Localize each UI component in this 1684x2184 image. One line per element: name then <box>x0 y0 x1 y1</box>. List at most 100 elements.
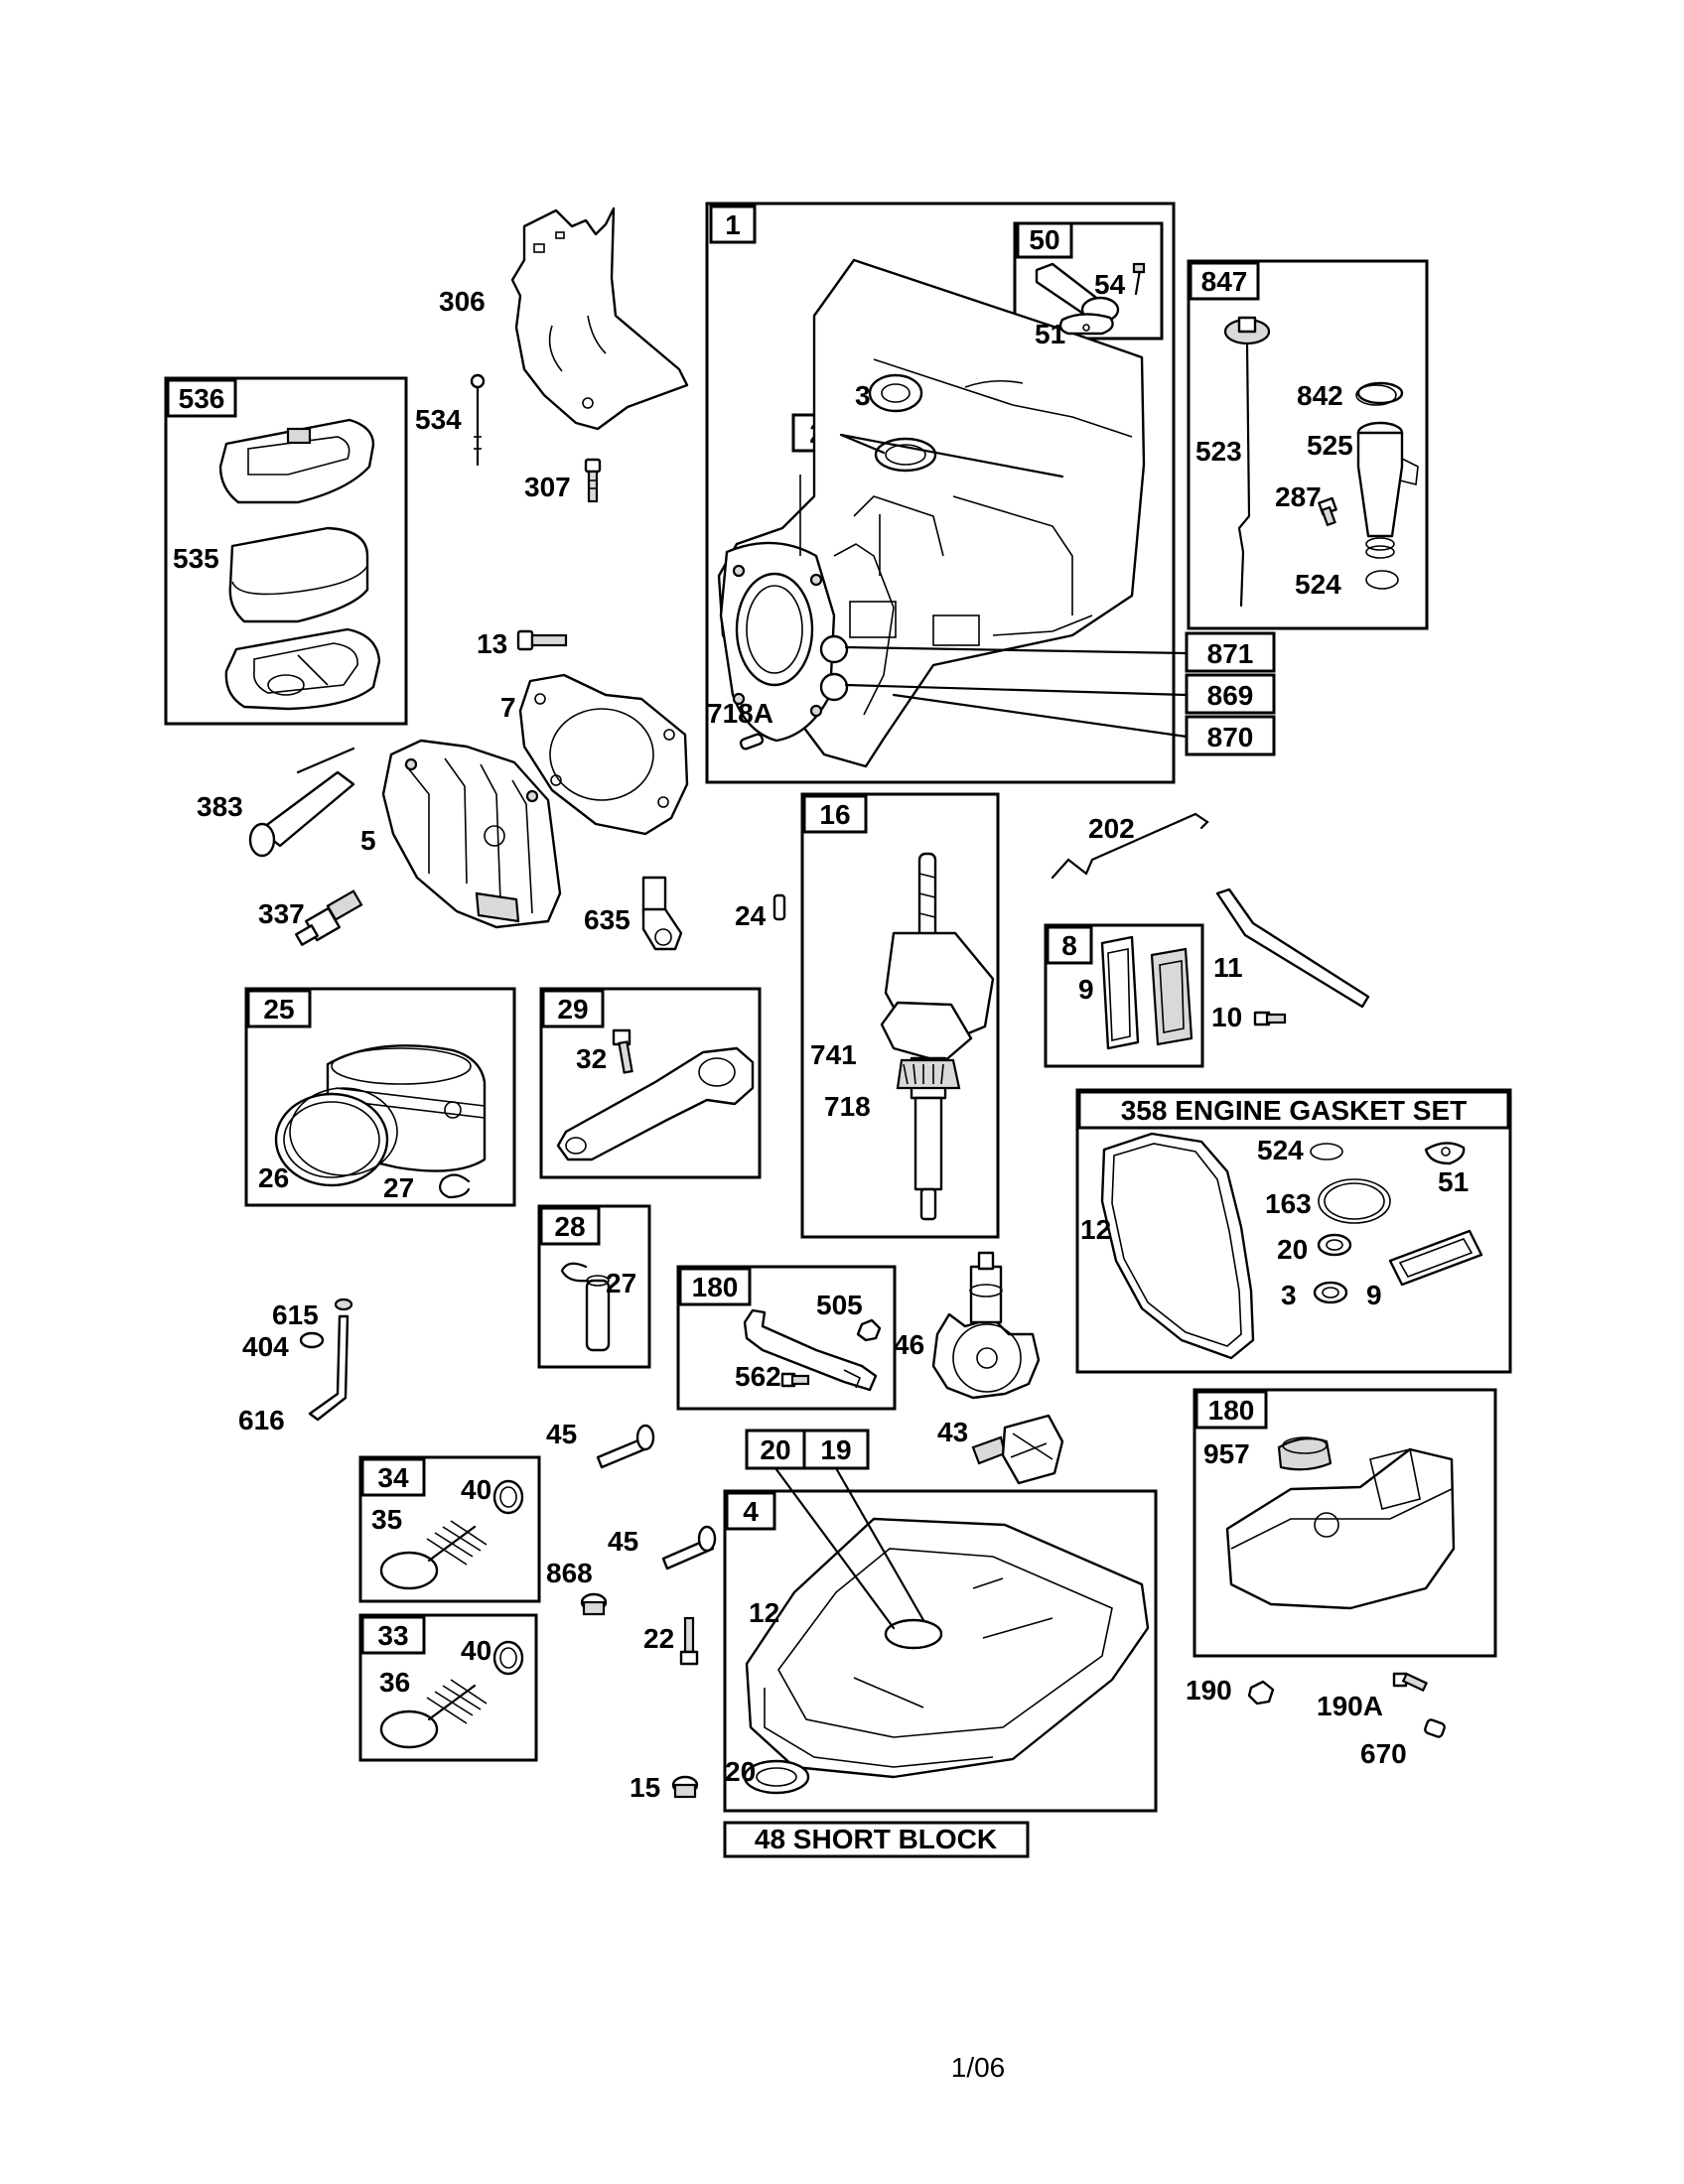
seal-3-gasket-set <box>1313 1281 1348 1304</box>
label-523: 523 <box>1195 436 1242 467</box>
frame-8-gasket <box>1044 923 1204 1068</box>
camshaft-46 <box>931 1251 1041 1400</box>
label-40b: 40 <box>461 1635 491 1666</box>
svg-text:28: 28 <box>554 1211 585 1242</box>
label-11: 11 <box>1213 952 1243 983</box>
tag-28: 28 <box>539 1206 601 1246</box>
label-32: 32 <box>576 1043 607 1074</box>
screw-534 <box>470 373 486 467</box>
tag-33: 33 <box>360 1615 426 1655</box>
leader-19 <box>834 1466 925 1622</box>
label-842: 842 <box>1297 380 1343 411</box>
leader-2b <box>839 433 1064 478</box>
bushing-670 <box>1424 1718 1446 1738</box>
air-filter-cover-536 <box>218 418 375 504</box>
washer-404 <box>299 1331 325 1349</box>
svg-text:8: 8 <box>1061 930 1077 961</box>
label-54: 54 <box>1094 269 1126 300</box>
valve-33 <box>379 1679 488 1749</box>
leader-870 <box>892 693 1189 739</box>
svg-text:33: 33 <box>377 1620 408 1651</box>
sump-4 <box>745 1517 1150 1779</box>
tag-869: 869 <box>1185 673 1276 715</box>
spark-plug-337 <box>295 889 363 946</box>
page-number: 1/06 <box>951 2052 1006 2083</box>
label-718: 718 <box>824 1091 871 1122</box>
label-26: 26 <box>258 1162 289 1193</box>
label-45b: 45 <box>608 1526 638 1557</box>
label-868: 868 <box>546 1558 593 1588</box>
label-9: 9 <box>1078 974 1094 1005</box>
breather-50 <box>1035 262 1146 336</box>
label-12-sump: 12 <box>749 1597 779 1628</box>
label-43: 43 <box>937 1417 968 1447</box>
tag-871: 871 <box>1185 631 1276 673</box>
dowel-24 <box>772 893 786 921</box>
piston-rings-26 <box>274 1087 398 1187</box>
tag-29: 29 <box>541 989 605 1028</box>
frame-34-valve <box>358 1455 541 1603</box>
crankcase-1 <box>717 258 1146 768</box>
svg-text:1: 1 <box>725 209 741 240</box>
blower-shield-306 <box>510 206 689 431</box>
retaining-ring-27b <box>560 1262 590 1283</box>
frame-180-fuel-tank <box>1193 1388 1497 1658</box>
screw-287 <box>1318 496 1337 527</box>
o-ring-842 <box>1355 384 1397 406</box>
valve-34 <box>379 1520 488 1590</box>
valve-spring-40 <box>492 1479 524 1515</box>
short-block-title: 48 SHORT BLOCK <box>755 1824 997 1854</box>
tag-20: 20 <box>745 1429 806 1470</box>
frame-4-sump <box>723 1489 1158 1813</box>
label-287: 287 <box>1275 481 1322 512</box>
label-635: 635 <box>584 904 631 935</box>
svg-text:50: 50 <box>1029 224 1059 255</box>
label-615: 615 <box>272 1299 319 1330</box>
label-7: 7 <box>500 692 516 723</box>
bolt-13 <box>516 629 568 651</box>
svg-text:536: 536 <box>179 383 225 414</box>
label-534: 534 <box>415 404 462 435</box>
label-35: 35 <box>371 1504 402 1535</box>
label-535: 535 <box>173 543 219 574</box>
tag-870: 870 <box>1185 715 1276 756</box>
frame-847-dipstick <box>1187 259 1429 630</box>
label-40: 40 <box>461 1474 491 1505</box>
label-45: 45 <box>546 1419 577 1449</box>
tag-34: 34 <box>360 1457 426 1497</box>
label-524-gasket-set: 524 <box>1257 1135 1304 1165</box>
svg-text:871: 871 <box>1207 638 1254 669</box>
governor-lever-180 <box>743 1308 878 1392</box>
frame-28-pin <box>537 1204 651 1369</box>
fuel-cap-957 <box>1277 1436 1333 1471</box>
frame-48-short-block <box>723 1821 1030 1858</box>
gasket-51b <box>1424 1142 1466 1165</box>
frame-16-crankshaft <box>800 792 1000 1239</box>
svg-text:870: 870 <box>1207 722 1254 752</box>
tappet-45b <box>661 1525 717 1570</box>
label-20-gasket-set: 20 <box>1277 1234 1308 1265</box>
rod-11 <box>1215 887 1370 1009</box>
label-190: 190 <box>1186 1675 1232 1706</box>
svg-text:34: 34 <box>377 1462 409 1493</box>
leader-869 <box>844 683 1189 697</box>
tag-25: 25 <box>246 989 312 1028</box>
dowel-718A <box>739 733 765 751</box>
retaining-ring-27 <box>439 1173 471 1199</box>
label-3-gasket-set: 3 <box>1281 1280 1297 1310</box>
crankshaft-16 <box>880 852 995 1221</box>
governor-link-202 <box>1051 812 1209 880</box>
label-163: 163 <box>1265 1188 1312 1219</box>
label-190A: 190A <box>1317 1691 1383 1721</box>
label-524: 524 <box>1295 569 1341 600</box>
tag-4: 4 <box>725 1491 776 1531</box>
svg-text:4: 4 <box>743 1496 759 1527</box>
screw-22 <box>679 1616 699 1666</box>
tag-8: 8 <box>1046 925 1093 965</box>
seal-20 <box>743 1759 810 1795</box>
label-51-gasket-set: 51 <box>1438 1166 1469 1197</box>
breather-tube-383 <box>248 747 355 858</box>
nut-505 <box>856 1318 882 1342</box>
tag-1: 1 <box>709 205 757 244</box>
fuel-tank-180 <box>1225 1447 1456 1610</box>
